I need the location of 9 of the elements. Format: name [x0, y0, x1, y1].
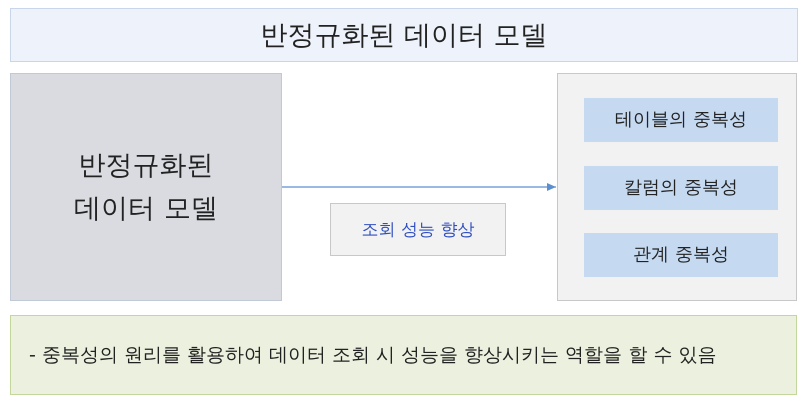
item-box: 관계 중복성: [584, 233, 778, 277]
item-box: 칼럼의 중복성: [584, 166, 778, 210]
note-box: - 중복성의 원리를 활용하여 데이터 조회 시 성능을 향상시키는 역할을 할 수 있음: [10, 315, 797, 395]
arrow: [282, 183, 556, 191]
edge-label: 조회 성능 향상: [330, 203, 506, 256]
item-box: 테이블의 중복성: [584, 98, 778, 142]
data-box: 반정규화된 데이터 모델: [10, 73, 282, 301]
title-banner: 반정규화된 데이터 모델: [10, 8, 798, 62]
group-panel: [557, 73, 797, 301]
